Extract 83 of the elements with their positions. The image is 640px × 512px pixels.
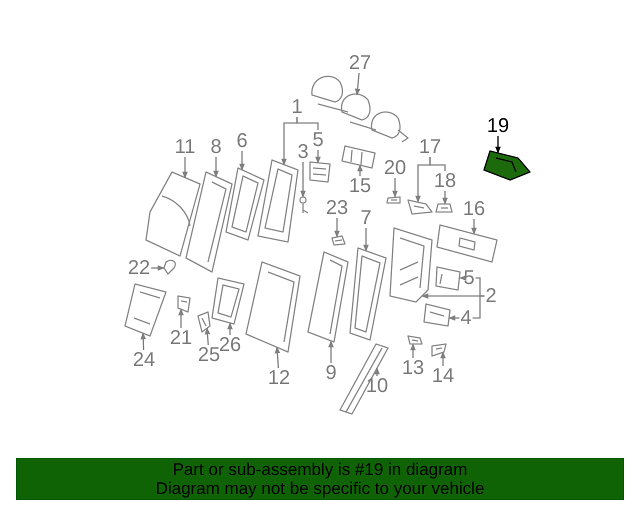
callout-number: 20 [382,158,408,178]
part-drawing [386,196,401,204]
callout-number: 8 [209,137,223,157]
callout-number: 12 [266,368,292,388]
leader-line [213,157,219,178]
part-drawing [299,196,309,214]
notice-text: Part or sub-assembly is #19 in diagram [172,460,468,479]
part-drawing [185,171,233,273]
leader-line [328,340,334,363]
callout-number: 3 [296,142,310,162]
leader-line [471,219,477,235]
leader-line [227,322,233,335]
callout-number: 17 [418,137,442,157]
callout-number: 23 [324,198,350,218]
callout-number: 6 [235,131,249,151]
part-drawing [431,343,447,357]
callout-number: 1 [290,97,304,117]
part-drawing [145,171,201,257]
leader-line [495,136,501,154]
part-drawing [331,235,346,246]
leader-line [442,191,448,205]
part-drawing [423,303,451,327]
leader-line [354,72,360,96]
part-drawing [309,161,331,183]
callout-number: 13 [400,358,426,378]
part-drawing [177,295,191,313]
callout-number: 2 [484,286,498,306]
leader-line [182,157,188,179]
callout-number: 15 [348,176,372,196]
callout-number: 5 [311,130,325,150]
part-drawing [436,224,498,263]
leader-line [315,150,321,164]
part-drawing [339,343,389,415]
part-drawing [341,145,376,169]
leader-line [363,228,369,252]
leader-line [410,343,416,358]
callout-number: 27 [348,53,372,73]
leader-line [392,178,398,198]
part-drawing [163,260,176,275]
highlighted-part-drawing [483,150,531,181]
leader-line [429,157,446,171]
part-drawing [407,199,433,215]
callout-number: 10 [364,376,390,396]
part-drawing [197,311,211,333]
callout-number: 4 [459,308,473,328]
leader-line [448,315,460,321]
part-drawing [435,266,461,291]
part-drawing [211,277,245,325]
leader-line [459,275,466,281]
part-drawing [225,167,265,241]
callout-number: 18 [432,171,458,191]
part-drawing [389,227,433,303]
callout-number: 11 [174,137,196,157]
leader-line [440,351,446,366]
leader-line [140,332,146,350]
callout-number: 19 [486,116,510,136]
part-drawing [307,251,349,343]
leader-line [204,327,210,346]
leader-line [151,265,165,271]
leader-line [296,117,319,130]
notice-text: Diagram may not be specific to your vehicle [156,479,484,498]
notice-banner [16,458,624,500]
callout-number: 16 [462,199,486,219]
part-drawing [407,335,423,345]
callout-number: 7 [359,208,373,228]
leader-line [357,164,363,176]
leader-line [374,367,380,376]
callout-number: 24 [132,350,156,370]
part-drawing [124,283,167,337]
leader-line [334,218,340,238]
leader-line [274,346,280,368]
leader-line [472,295,484,319]
leader-line [239,151,245,171]
callout-number: 22 [126,258,152,278]
callout-number: 5 [462,268,476,288]
part-drawing [435,203,453,213]
callout-number: 14 [430,366,456,386]
callout-number: 21 [168,328,194,348]
callout-number: 9 [324,363,338,383]
part-drawing [349,247,387,341]
leader-line [178,308,184,328]
part-drawing [257,159,299,243]
leader-line [300,162,306,198]
